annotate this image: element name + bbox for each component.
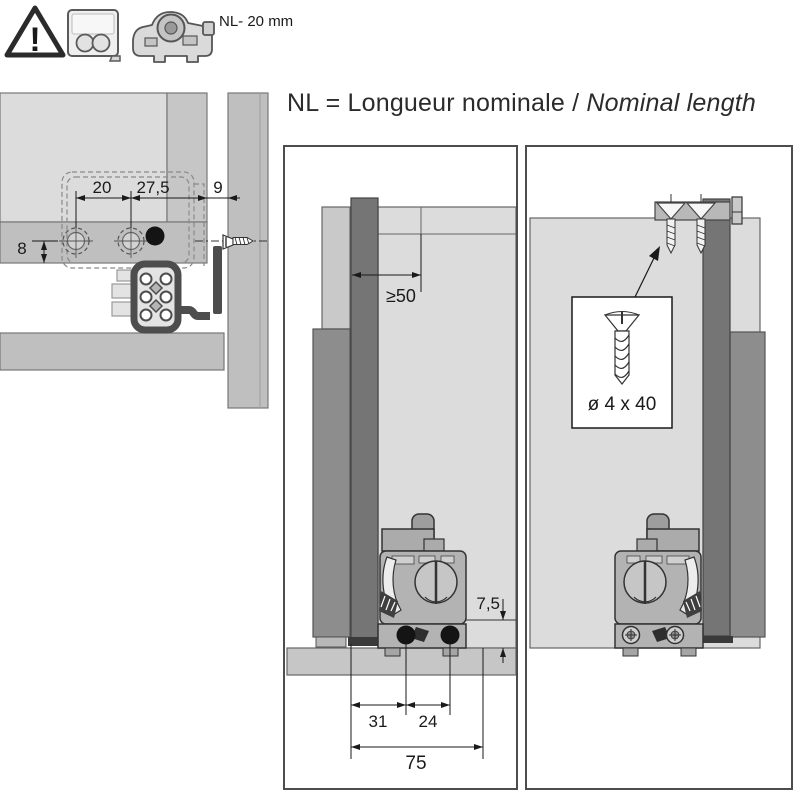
screw-spec-label: ø 4 x 40 (588, 394, 657, 415)
fixing-screw-left (621, 625, 641, 645)
dim-24-label: 24 (419, 712, 438, 731)
drawer-front-panel (0, 221, 208, 264)
screw-illustration (603, 311, 641, 385)
cabinet-rail-strip (0, 332, 225, 371)
left-drawing-top-view: 20 27,5 9 8 (0, 92, 269, 409)
drawer-bottom-panel (0, 92, 168, 223)
pointer-arrow (634, 246, 660, 298)
dim-31-label: 31 (369, 712, 388, 731)
screw-spec-inset: ø 4 x 40 (571, 246, 673, 429)
profile-bottom-band (697, 636, 733, 643)
rear-side-bar (729, 331, 766, 638)
right-drawing: ø 4 x 40 (529, 194, 766, 658)
rear-hook-bracket (177, 246, 222, 320)
drill-hole-left (396, 625, 416, 645)
warning-exclamation: ! (29, 21, 40, 59)
dim-9-label: 9 (213, 178, 222, 197)
rear-bracket-tab (731, 196, 743, 225)
center-drawing: ≥50 7,5 31 24 75 (286, 197, 516, 774)
mounting-screw-right (696, 218, 706, 255)
cover-cap-icon (67, 9, 121, 62)
dim-min50: ≥50 (352, 234, 422, 306)
runner-profile-section (130, 260, 182, 334)
top-mounting-bracket (654, 194, 731, 255)
title-main: NL = Longueur nominale / (287, 89, 587, 117)
dim-min50-label: ≥50 (386, 286, 416, 306)
bracket-dashed-outline (61, 171, 205, 269)
drawer-bottom-strip (286, 647, 516, 676)
nominal-length-note: NL- 20 mm (219, 13, 293, 30)
drill-hole-right (440, 625, 460, 645)
side-panel-bar (312, 328, 351, 638)
title-italic: Nominal length (586, 89, 756, 117)
fixing-screw-right (665, 625, 685, 645)
coupling-device-icon (132, 11, 215, 63)
page-title: NL = Longueur nominale / Nominal length (287, 89, 756, 118)
warning-triangle-icon: ! (4, 5, 66, 59)
dim-75-label: 75 (405, 753, 426, 774)
side-fixing-screw (195, 234, 268, 250)
screw-hole-marks (59, 224, 148, 258)
cabinet-side-panel (227, 92, 269, 409)
left-dimension-arrows (41, 195, 237, 263)
dim-7-5: 7,5 (466, 594, 516, 663)
right-diagram-panel: ø 4 x 40 (525, 145, 793, 790)
locking-device-mirrored (613, 512, 705, 658)
drawer-side-strip (321, 206, 351, 330)
dim-27-5-label: 27,5 (136, 178, 169, 197)
front-clip (111, 269, 134, 317)
center-diagram-panel: ≥50 7,5 31 24 75 (283, 145, 518, 790)
runner-profile-bar (702, 198, 731, 637)
dim-bottom-arrows (351, 702, 483, 750)
dim-7-5-label: 7,5 (476, 594, 500, 613)
header-icon-row: ! NL- 20 mm (4, 5, 293, 63)
dim-8-label: 8 (17, 239, 26, 258)
dim-20-label: 20 (93, 178, 112, 197)
mounting-screw-left (666, 218, 676, 255)
drawer-side-panel (166, 92, 208, 223)
locking-device (376, 512, 468, 658)
drill-hole-black (145, 226, 165, 246)
side-panel-foot (315, 636, 347, 648)
profile-bottom-band (348, 637, 381, 646)
runner-profile-bar (350, 197, 379, 640)
